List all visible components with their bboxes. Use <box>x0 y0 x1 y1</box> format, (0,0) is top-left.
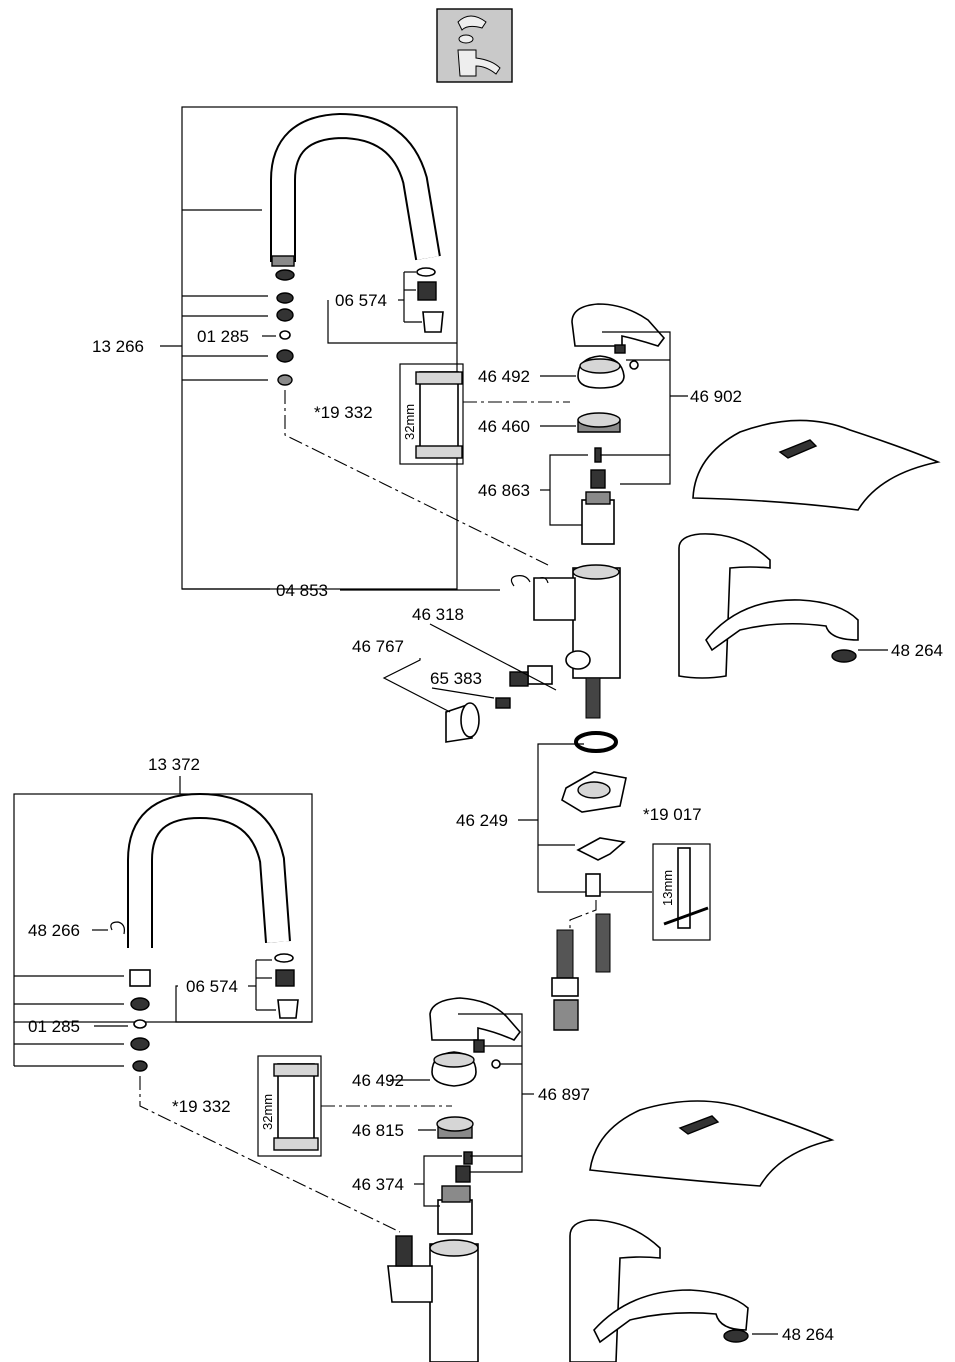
spout-assembly-13266 <box>160 106 549 590</box>
faucet-body-bottom <box>387 1235 479 1362</box>
label-46249: 46 249 <box>456 811 508 830</box>
label-32mm-top: 32mm <box>402 404 417 440</box>
label-06574-bottom: 06 574 <box>186 977 238 996</box>
label-19017: *19 017 <box>643 805 702 824</box>
faucet-body-top <box>182 564 621 719</box>
label-13372: 13 372 <box>148 755 200 774</box>
label-46460: 46 460 <box>478 417 530 436</box>
label-48266: 48 266 <box>28 921 80 940</box>
label-46902: 46 902 <box>690 387 742 406</box>
label-46318: 46 318 <box>412 605 464 624</box>
faucet-illustration-bottom <box>569 1100 835 1362</box>
cartridge-stack-top <box>540 303 688 545</box>
faucet-type-icon <box>436 8 513 83</box>
label-46374: 46 374 <box>352 1175 404 1194</box>
label-04853: 04 853 <box>276 581 328 600</box>
label-46897: 46 897 <box>538 1085 590 1104</box>
faucet-illustration-top <box>678 419 941 679</box>
label-32mm-bottom: 32mm <box>260 1094 275 1130</box>
label-46863: 46 863 <box>478 481 530 500</box>
label-46767: 46 767 <box>352 637 404 656</box>
label-19332-bottom: *19 332 <box>172 1097 231 1116</box>
mounting-parts-top <box>518 731 711 1031</box>
label-46492-top: 46 492 <box>478 367 530 386</box>
label-48264-bottom: 48 264 <box>782 1325 834 1344</box>
label-06574-top: 06 574 <box>335 291 387 310</box>
label-13mm: 13mm <box>660 870 675 906</box>
label-48264-top: 48 264 <box>891 641 943 660</box>
spout-assembly-13372 <box>13 776 401 1233</box>
label-19332-top: *19 332 <box>314 403 373 422</box>
label-01285-bottom: 01 285 <box>28 1017 80 1036</box>
label-13266: 13 266 <box>92 337 144 356</box>
cartridge-tool-bottom <box>257 1055 452 1157</box>
label-01285-top: 01 285 <box>197 327 249 346</box>
label-46492-bottom: 46 492 <box>352 1071 404 1090</box>
label-65383: 65 383 <box>430 669 482 688</box>
label-46815: 46 815 <box>352 1121 404 1140</box>
cartridge-tool-top <box>399 363 570 465</box>
diverter-parts <box>382 623 557 743</box>
cartridge-stack-bottom <box>390 997 534 1235</box>
